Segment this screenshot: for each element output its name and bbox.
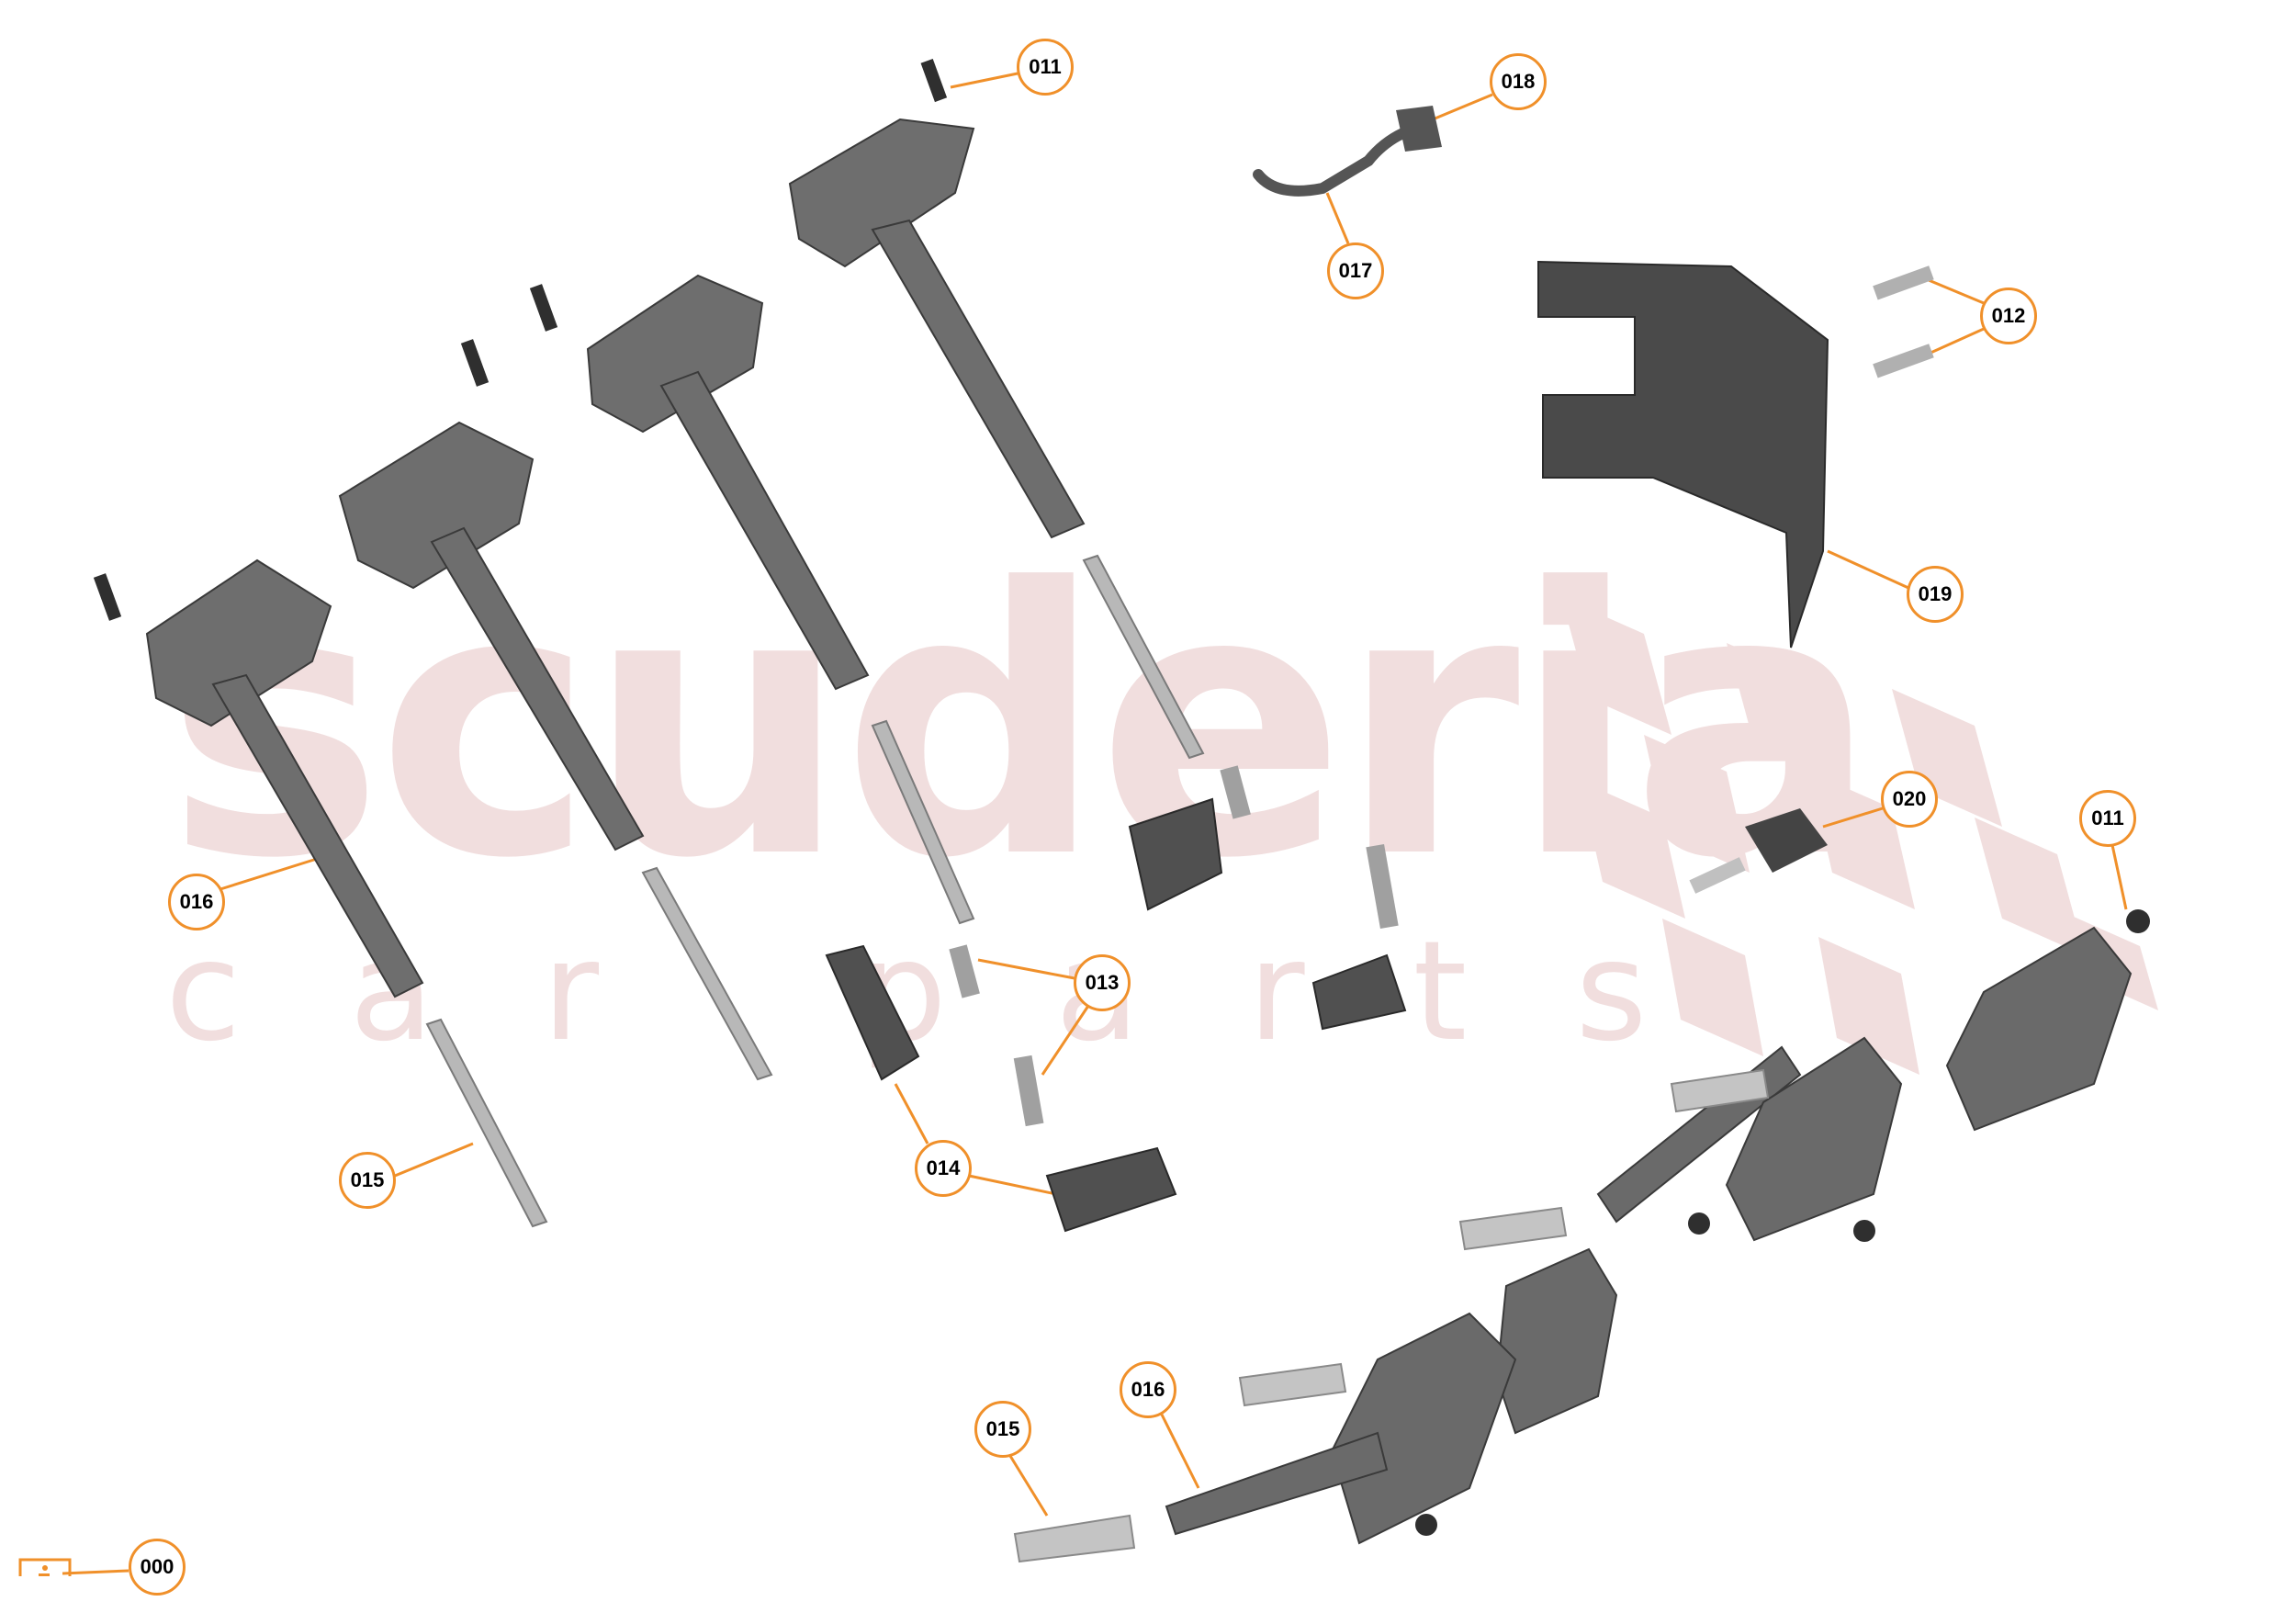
bolts-011 — [93, 58, 948, 621]
leader-lines — [62, 72, 2128, 1575]
temperature-sensor-020 — [1689, 808, 1828, 894]
callout-014[interactable]: 014 — [915, 1140, 972, 1197]
sensor-018 — [1396, 106, 1442, 152]
callout-013[interactable]: 013 — [1074, 954, 1131, 1011]
callout-017[interactable]: 017 — [1327, 242, 1384, 299]
bolts-012 — [1873, 265, 1934, 378]
ignition-coils-set-a — [145, 118, 1086, 998]
callout-018[interactable]: 018 — [1490, 53, 1547, 110]
callout-011-top[interactable]: 011 — [1017, 39, 1074, 96]
bracket-019 — [1537, 260, 1829, 648]
callout-012[interactable]: 012 — [1980, 288, 2037, 344]
callout-011-right[interactable]: 011 — [2079, 790, 2136, 847]
watermark-scuderia: scuderia — [165, 512, 1879, 939]
pipe-017 — [1253, 123, 1420, 197]
callout-019[interactable]: 019 — [1907, 566, 1964, 623]
knock-sensors-014 — [825, 797, 1407, 1233]
callout-000[interactable]: 000 — [129, 1539, 186, 1596]
bolts-011-bottom — [1415, 909, 2150, 1536]
callout-020[interactable]: 020 — [1881, 771, 1938, 828]
callout-015-left[interactable]: 015 — [339, 1152, 396, 1209]
spark-plugs-set-b — [1013, 1068, 1770, 1563]
callout-016-left[interactable]: 016 — [168, 874, 225, 930]
spark-plugs-set-a — [425, 554, 1205, 1228]
reference-box-icon — [18, 1558, 72, 1576]
callout-015-bottom[interactable]: 015 — [974, 1401, 1031, 1458]
ignition-coils-set-b — [1165, 926, 2133, 1545]
sensor-bolts-013 — [949, 765, 1399, 1127]
callout-016-bottom[interactable]: 016 — [1120, 1361, 1176, 1418]
